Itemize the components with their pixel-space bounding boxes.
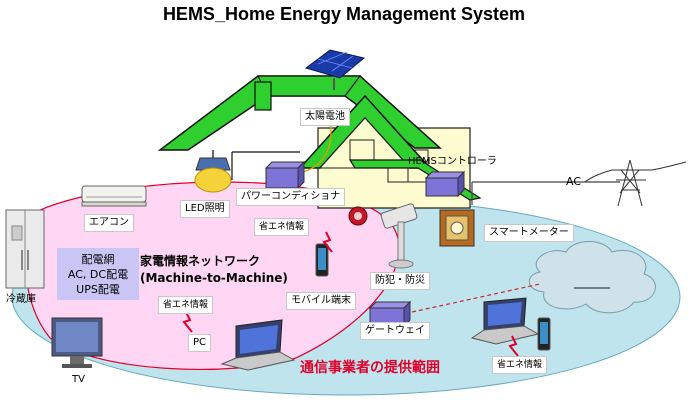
distribution-box: 配電網 AC, DC配電 UPS配電 <box>57 248 139 300</box>
energy-info-pc-label: 省エネ情報 <box>158 296 214 314</box>
distribution-line-1: 配電網 <box>81 253 115 266</box>
tv-icon <box>51 317 103 368</box>
internet-cloud-icon <box>528 241 656 314</box>
air-conditioner-icon <box>81 185 147 207</box>
provider-scope-label: 通信事業者の提供範囲 <box>300 360 440 376</box>
distribution-line-3: UPS配電 <box>76 283 120 296</box>
power-conditioner-label: パワーコンディショナ <box>236 188 346 206</box>
laptop-icon <box>220 319 296 371</box>
network-line-1: 家電情報ネットワーク <box>140 254 261 268</box>
power-conditioner-icon <box>264 160 306 190</box>
energy-info-label: 省エネ情報 <box>254 218 310 236</box>
hems-controller-label: HEMSコントローラ <box>408 156 497 167</box>
ac-label: AC <box>566 175 582 188</box>
network-line-2: (Machine-to-Machine) <box>140 271 288 285</box>
energy-info-provider-label: 省エネ情報 <box>492 356 548 374</box>
tv-label: TV <box>72 374 85 385</box>
page-title: HEMS_Home Energy Management System <box>162 4 526 24</box>
laptop-provider-icon <box>470 297 540 345</box>
security-label: 防犯・防災 <box>370 272 430 290</box>
network-title: 家電情報ネットワーク (Machine-to-Machine) <box>140 253 300 287</box>
refrigerator-icon <box>5 209 45 289</box>
provider-link <box>411 283 541 313</box>
signal-icon <box>322 231 333 253</box>
fridge-label: 冷蔵庫 <box>6 294 36 305</box>
alarm-sensor-icon <box>348 206 368 226</box>
signal-icon-pc <box>182 311 193 333</box>
solar-label: 太陽電池 <box>300 108 350 126</box>
solar-panel-icon <box>304 49 366 90</box>
led-label: LED照明 <box>180 200 230 218</box>
security-camera-icon <box>380 203 418 269</box>
led-light-icon <box>194 150 232 193</box>
aircon-label: エアコン <box>84 214 134 232</box>
smart-meter-label: スマートメーター <box>484 224 574 242</box>
house-chimney <box>254 81 272 111</box>
mobile-label: モバイル端末 <box>286 292 356 310</box>
smart-meter-icon <box>439 209 475 247</box>
hems-controller-icon <box>424 170 466 198</box>
pc-label: PC <box>188 334 212 352</box>
signal-icon-provider <box>508 335 519 357</box>
distribution-line-2: AC, DC配電 <box>67 268 129 281</box>
power-pylon-icon <box>584 159 687 207</box>
gateway-label: ゲートウェイ <box>360 322 430 340</box>
